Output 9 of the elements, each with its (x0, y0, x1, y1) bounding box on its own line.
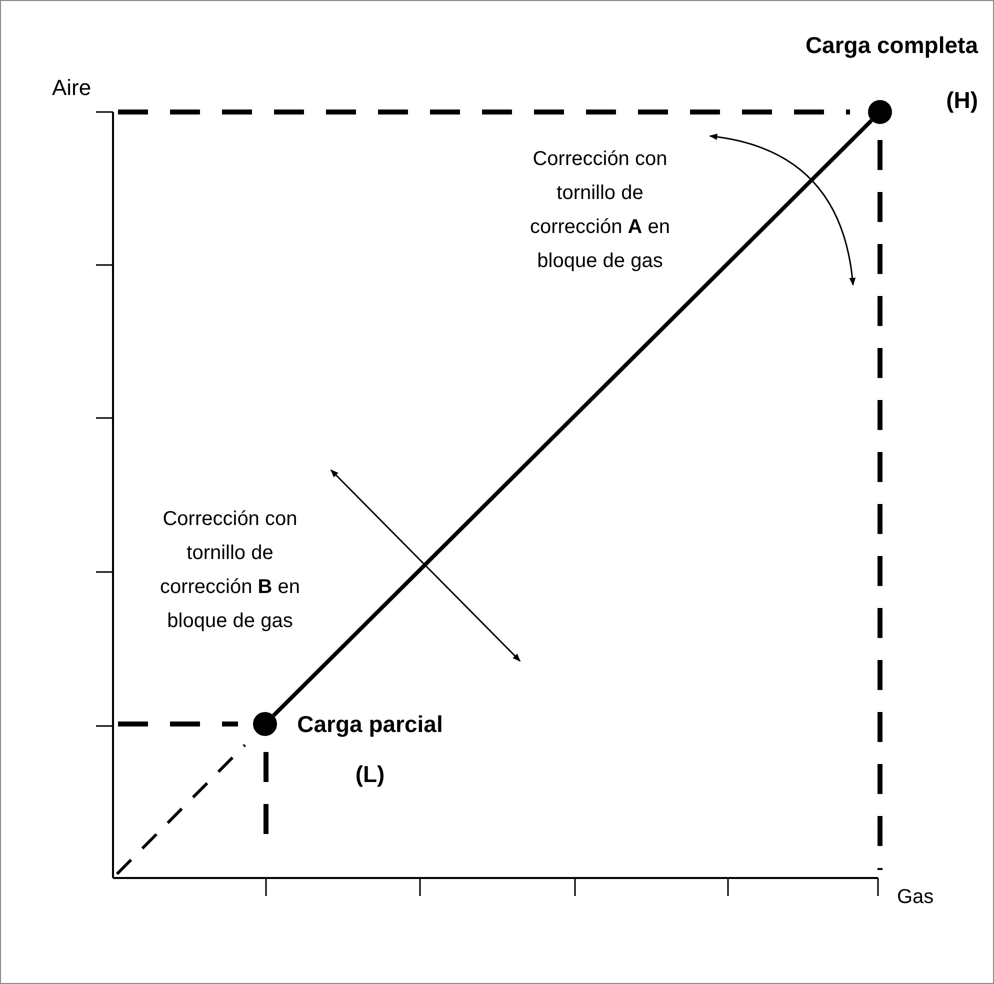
point-marker (868, 100, 892, 124)
axis-title: Gas (897, 885, 935, 910)
line (272, 119, 873, 717)
point-label: Carga parcial (L) (296, 710, 444, 789)
annotation-text: Corrección con tornillo de corrección B en bloque de gas (158, 507, 302, 634)
axis-title: Aire (52, 74, 92, 102)
point-marker (253, 712, 277, 736)
point-label: Carga completa (H) (804, 31, 978, 115)
annotation-text: Corrección con tornillo de corrección A en bloque de gas (528, 147, 672, 274)
